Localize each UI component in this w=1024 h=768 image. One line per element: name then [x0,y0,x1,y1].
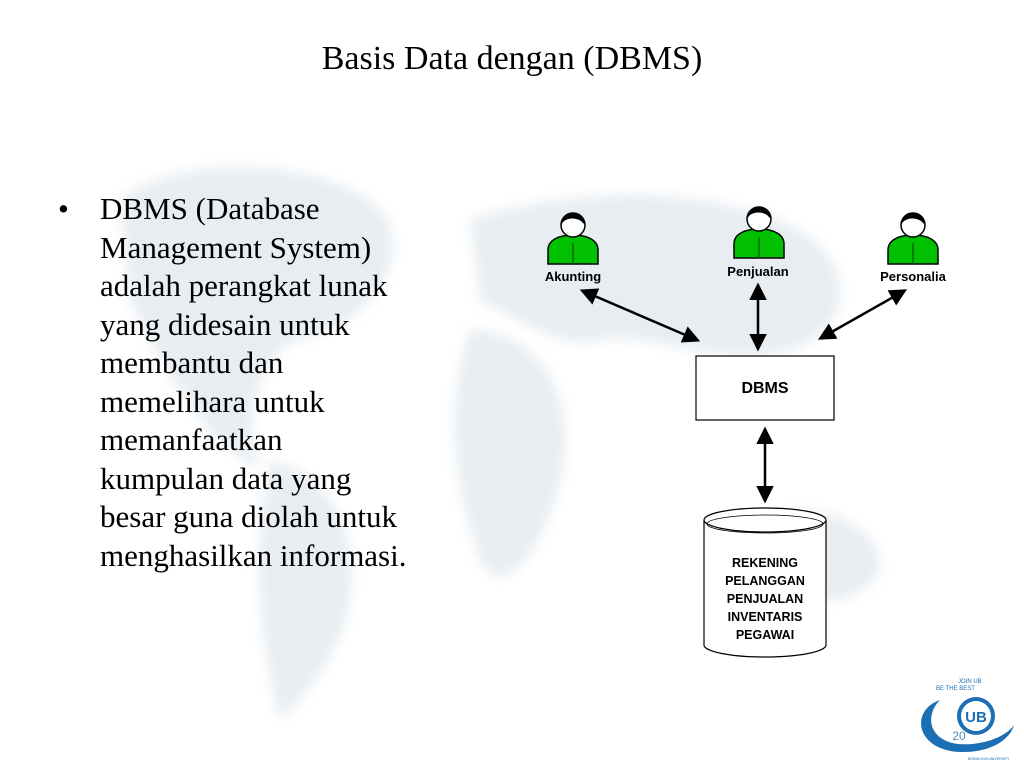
page-number: 20 [952,729,966,743]
arrow-personalia-dbms [817,289,908,340]
slide-title: Basis Data dengan (DBMS) [321,40,703,77]
svg-text:BRAWIJAYA UNIVERSITY: BRAWIJAYA UNIVERSITY [968,757,1010,761]
bullet-line: Management System) [100,229,372,265]
database-item: PEGAWAI [736,628,794,642]
svg-text:JOIN UB: JOIN UB [958,679,982,685]
database-item: PELANGGAN [725,574,805,588]
dbms-box: DBMS [695,355,835,421]
database-item: INVENTARIS [728,610,803,624]
bullet-line: DBMS (Database [100,191,320,226]
bullet-line: memelihara untuk [100,383,325,419]
bullet-line: kumpulan data yang [100,460,352,496]
user-label: Personalia [880,269,947,284]
bullet-line: memanfaatkan [100,422,283,457]
bullet-text: DBMS (Database Management System) adalah… [100,190,500,575]
bullet-line: adalah perangkat lunak [100,268,388,303]
database-cylinder-icon: REKENING PELANGGAN PENJUALAN INVENTARIS … [703,507,827,658]
user-icon [887,212,939,265]
database-item: PENJUALAN [727,592,803,606]
user-icon [547,212,599,265]
arrow-akunting-dbms [579,288,701,343]
bullet-line: yang didesain untuk [100,306,350,342]
user-label: Akunting [545,269,601,284]
user-label: Penjualan [727,264,788,279]
user-penjualan: Penjualan [727,206,789,279]
bullet-marker: • [58,191,69,226]
user-icon [733,206,785,259]
user-akunting: Akunting [545,212,601,284]
bullet-line: besar guna diolah untuk [100,499,398,534]
user-personalia: Personalia [880,212,947,284]
bullet-line: membantu dan [100,345,284,380]
svg-text:BE THE BEST: BE THE BEST [936,686,975,692]
dbms-label: DBMS [741,380,788,397]
university-logo: JOIN UB BE THE BEST UB BRAWIJAYA UNIVERS… [921,679,1014,761]
database-item: REKENING [732,556,798,570]
svg-text:UB: UB [965,709,987,726]
bullet-line: menghasilkan informasi. [100,537,407,573]
